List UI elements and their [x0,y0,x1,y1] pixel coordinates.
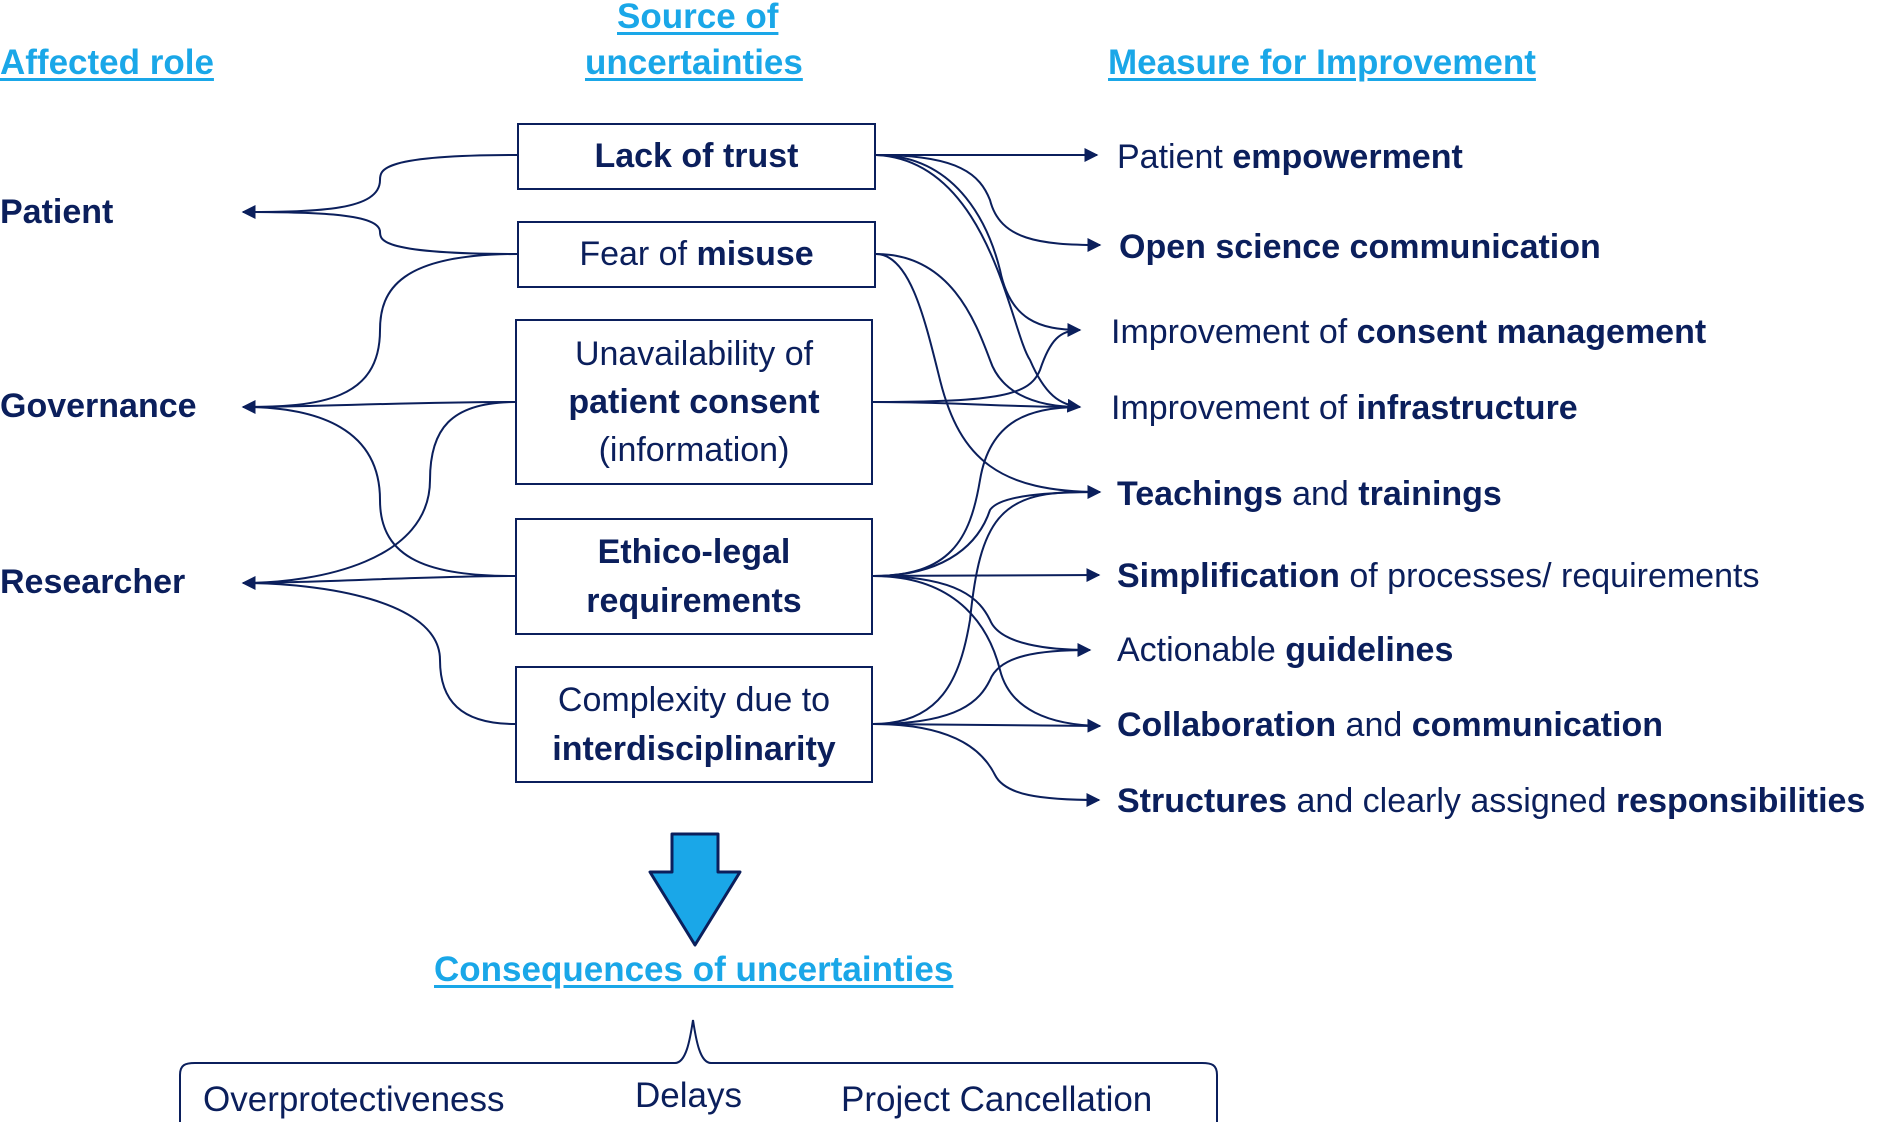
consequence-project-cancellation: Project Cancellation [841,1080,1153,1119]
edge-consent-governance [241,399,516,414]
measure-6-bold: Simplification [1117,557,1340,595]
edge-trust-m2 [875,154,1102,252]
header-source-line2: uncertainties [585,43,803,82]
edge-ethico-governance [242,406,516,577]
edge-consent-m4 [872,401,1081,408]
edge-misuse-patient [242,211,518,255]
measure-patient-empowerment: Patient empowerment [1117,140,1463,174]
source-complexity: Complexity due to interdisciplinarity [515,666,873,783]
measure-9-mid: and clearly assigned [1287,782,1616,820]
consequences-brace [179,1019,1218,1122]
source-consent-line1: Unavailability of [574,334,814,373]
edge-misuse-m5 [875,253,1102,499]
measure-8-mid: and [1336,706,1412,744]
edge-ethico-researcher [241,575,516,590]
measure-1-pre: Patient [1117,138,1233,176]
measure-9-bold-b: responsibilities [1615,782,1866,820]
source-fear-of-misuse: Fear of misuse [517,221,876,288]
role-governance: Governance [0,387,197,425]
measure-structures: Structures and clearly assigned responsi… [1117,784,1865,818]
header-consequences: Consequences of uncertainties [434,950,954,989]
edge-complexity-m8 [872,723,1100,727]
measure-5-bold-b: trainings [1358,475,1502,513]
consequence-overprotectiveness: Overprotectiveness [203,1080,505,1119]
header-source-line1: Source of [617,0,779,36]
source-complexity-line1: Complexity due to [557,681,831,720]
edge-consent-researcher [242,401,516,584]
measure-2-bold: Open science communication [1119,228,1601,266]
measure-teachings-trainings: Teachings and trainings [1117,477,1502,511]
edge-trust-m3 [875,154,1082,337]
edge-ethico-m5 [872,491,1101,577]
measure-9-bold-a: Structures [1117,782,1288,820]
measure-6-post: of processes/ requirements [1339,557,1760,595]
source-patient-consent: Unavailability of patient consent (infor… [515,319,873,485]
measure-4-pre: Improvement of [1111,389,1357,427]
edge-misuse-governance [242,253,518,408]
measure-5-bold-a: Teachings [1117,475,1283,513]
header-measure: Measure for Improvement [1108,43,1536,82]
source-ethico-legal: Ethico-legal requirements [515,518,873,635]
source-consent-line3: (information) [598,431,790,470]
measure-7-pre: Actionable [1117,631,1286,669]
measure-collaboration: Collaboration and communication [1117,708,1663,742]
source-ethico-line2: requirements [586,581,802,620]
source-consent-line2: patient consent [568,382,820,421]
measure-4-bold: infrastructure [1356,389,1578,427]
header-affected-role: Affected role [0,43,214,82]
edge-complexity-researcher [242,582,516,725]
edge-consent-m3 [872,329,1081,403]
measure-1-bold: empowerment [1232,138,1463,176]
measure-infrastructure: Improvement of infrastructure [1111,391,1578,425]
measure-8-bold-a: Collaboration [1117,706,1337,744]
source-fear-bold: misuse [696,235,814,274]
edge-complexity-m5 [872,491,1081,725]
edge-complexity-m9 [872,723,1101,807]
edge-misuse-m4 [875,253,1081,408]
source-lack-of-trust: Lack of trust [517,123,876,190]
edge-ethico-m6 [872,568,1101,583]
measure-consent-management: Improvement of consent management [1111,315,1706,349]
measure-8-bold-b: communication [1411,706,1663,744]
measure-3-pre: Improvement of [1111,313,1357,351]
source-lack-of-trust-label: Lack of trust [594,137,799,176]
source-fear-pre: Fear of [579,235,697,274]
down-arrow [648,832,742,947]
measure-7-bold: guidelines [1285,631,1454,669]
edge-ethico-m8 [872,575,1102,733]
measure-actionable-guidelines: Actionable guidelines [1117,633,1453,667]
measure-simplification: Simplification of processes/ requirement… [1117,559,1759,593]
role-researcher: Researcher [0,563,186,601]
measure-open-science: Open science communication [1119,230,1601,264]
source-ethico-line1: Ethico-legal [597,533,791,572]
consequence-delays: Delays [635,1076,742,1115]
edge-trust-m4 [875,154,1082,413]
edge-trust-patient [241,154,518,219]
edge-ethico-m7 [872,575,1091,651]
edge-complexity-m7 [872,643,1092,725]
edge-ethico-m4 [872,406,1081,577]
source-complexity-line2: interdisciplinarity [552,729,836,768]
measure-5-mid: and [1282,475,1359,513]
role-patient: Patient [0,193,114,231]
measure-3-bold: consent management [1356,313,1707,351]
